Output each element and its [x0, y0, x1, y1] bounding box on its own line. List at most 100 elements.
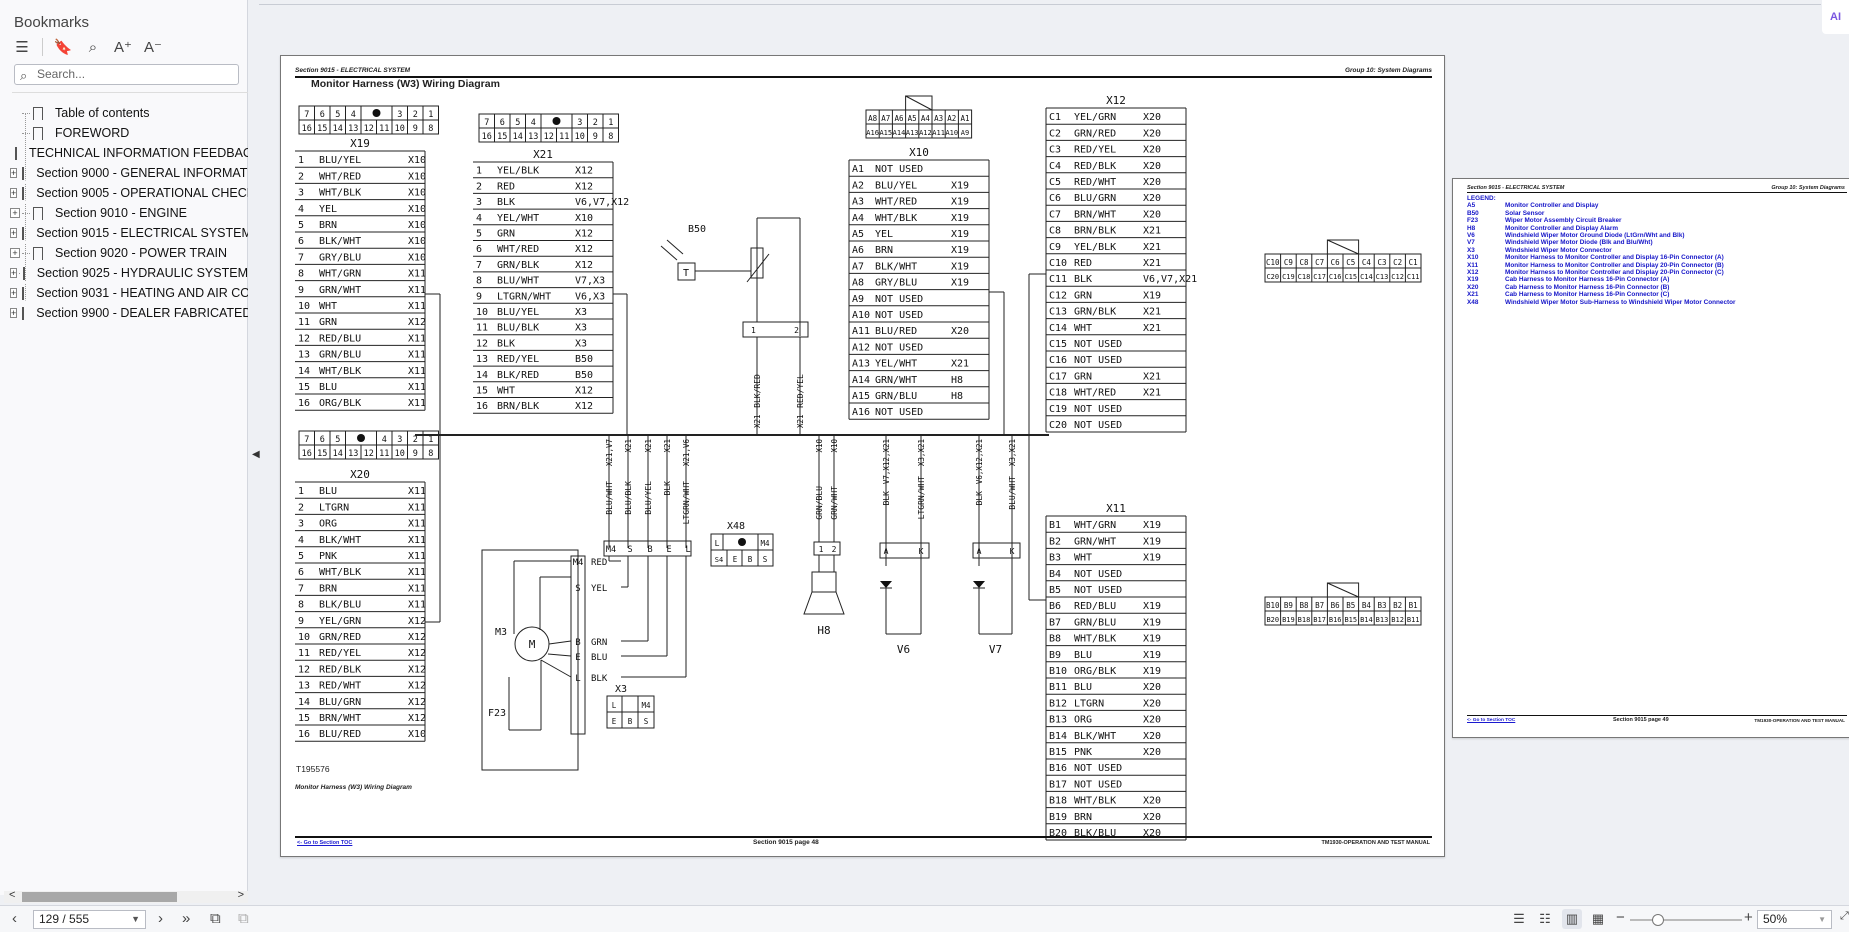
wire-color: GRN/RED [1074, 128, 1116, 139]
chevron-down-icon[interactable]: ▼ [131, 914, 140, 924]
go-to-section-toc-link[interactable]: <- Go to Section TOC [297, 840, 353, 846]
page-number-input[interactable]: 129 / 555 ▼ [33, 910, 146, 929]
bookmark-item[interactable]: FOREWORD [10, 123, 248, 144]
pin-number: 6 [476, 244, 482, 255]
bookmark-item[interactable]: +Section 9020 - POWER TRAIN [10, 243, 248, 264]
tree-connector [22, 112, 30, 114]
legend-description: Cab Harness to Monitor Harness 16-Pin Co… [1505, 283, 1670, 291]
wire-color: WHT/GRN [319, 269, 361, 280]
wire-destination: V7,X3 [575, 276, 605, 287]
wire-destination: X11 [408, 269, 426, 280]
compare-icon[interactable]: ⧉ [238, 910, 249, 927]
bookmark-label: Section 9025 - HYDRAULIC SYSTEM [36, 266, 248, 280]
pin-label: C2 [1393, 258, 1402, 267]
wire-destination: X12 [575, 166, 593, 177]
bookmark-item[interactable]: +Section 9010 - ENGINE [10, 203, 248, 224]
bookmark-item[interactable]: +Section 9031 - HEATING AND AIR CONDITIO… [10, 283, 248, 304]
page-48: Section 9015 - ELECTRICAL SYSTEM Group 1… [280, 55, 1445, 857]
wire-destination: X19 [951, 278, 969, 289]
bookmark-item[interactable]: Table of contents [10, 103, 248, 124]
wire-color: BLK/WHT [319, 236, 361, 247]
pin-label: A12 [919, 129, 932, 137]
pin-number: A8 [852, 278, 864, 289]
pin-label: C15 [1344, 273, 1357, 281]
pin-label: 5 [515, 118, 520, 128]
legend-code: F23 [1467, 217, 1479, 225]
zoom-slider-knob[interactable] [1652, 914, 1664, 926]
font-increase-icon[interactable]: A⁺ [114, 39, 132, 56]
rotate-icon[interactable]: ⧉ [210, 910, 221, 927]
pin-label: A7 [881, 114, 890, 123]
continuous-view-icon[interactable]: ☷ [1539, 911, 1551, 926]
wire-color: RED [497, 181, 515, 192]
expand-icon[interactable]: + [10, 308, 18, 318]
fit-icon[interactable]: ⤢ [1840, 910, 1849, 922]
next-page-icon[interactable]: › [158, 910, 163, 927]
page-header-section: Section 9015 - ELECTRICAL SYSTEM [295, 67, 411, 74]
scroll-left-icon[interactable]: < [9, 889, 16, 901]
bookmark-item[interactable]: +Section 9005 - OPERATIONAL CHECKOUT [10, 183, 248, 204]
expand-icon[interactable]: + [10, 288, 18, 298]
pin-label: B14 [1360, 616, 1373, 624]
go-to-section-toc-link[interactable]: <- Go to Section TOC [1467, 718, 1516, 723]
zoom-in-icon[interactable]: + [1744, 909, 1753, 926]
connector-title: X20 [350, 468, 370, 481]
wire-color: WHT/GRN [1074, 520, 1116, 531]
ai-assistant-button[interactable]: AI [1822, 0, 1849, 34]
expand-icon[interactable]: + [10, 228, 18, 238]
wire-destination: X20 [1143, 209, 1161, 220]
expand-icon[interactable]: + [10, 188, 18, 198]
wire-label: BLK/RED [753, 374, 762, 408]
expand-icon[interactable]: + [10, 248, 20, 258]
chevron-down-icon[interactable]: ▼ [1818, 915, 1826, 924]
expand-icon[interactable]: + [10, 168, 18, 178]
scroll-right-icon[interactable]: > [237, 889, 244, 901]
zoom-level-select[interactable]: 50% ▼ [1757, 910, 1832, 929]
two-page-continuous-view-icon[interactable]: ▦ [1591, 911, 1605, 926]
legend-description: Monitor Controller and Display [1505, 202, 1599, 210]
add-bookmark-icon[interactable]: 🔖 [53, 39, 73, 56]
wire-destination: X20 [1143, 796, 1161, 807]
zoom-out-icon[interactable]: − [1616, 909, 1625, 926]
expand-icon[interactable]: + [10, 208, 20, 218]
wire-color: LTGRN [319, 502, 349, 513]
font-decrease-icon[interactable]: A⁻ [144, 39, 162, 56]
expand-icon[interactable]: + [10, 268, 18, 278]
find-bookmark-icon[interactable]: ⌕ [88, 38, 98, 56]
wire-color: RED [1074, 258, 1092, 269]
dest-label: V7,X12,X21 [882, 439, 891, 484]
bookmark-item[interactable]: +Section 9900 - DEALER FABRICATED TOOLS [10, 303, 248, 323]
wire-destination: X3 [575, 307, 587, 318]
pin-number: 2 [298, 502, 304, 513]
pin-number: 15 [298, 713, 310, 724]
pin-number: 15 [298, 382, 310, 393]
pin-number: 2 [476, 181, 482, 192]
list-icon[interactable]: ☰ [15, 39, 29, 56]
horizontal-scrollbar[interactable]: < > [4, 889, 248, 903]
bookmark-item[interactable]: + Section 9025 - HYDRAULIC SYSTEM [10, 263, 248, 284]
latch-line [905, 95, 933, 111]
legend-description: Monitor Harness to Monitor Controller an… [1505, 269, 1724, 277]
pin-number: 3 [298, 188, 304, 199]
connector-latch [1326, 582, 1360, 598]
two-page-view-icon[interactable]: ▥ [1562, 909, 1582, 929]
wire-color: WHT/RED [1074, 388, 1116, 399]
pin-label: 7 [484, 118, 489, 128]
pin-label: A1 [960, 114, 969, 123]
single-page-view-icon[interactable]: ☰ [1513, 911, 1525, 926]
bookmark-search-input[interactable]: ⌕ Search... [14, 64, 239, 85]
wire-color: BLK/WHT [319, 535, 361, 546]
last-page-icon[interactable]: » [182, 910, 191, 927]
previous-page-icon[interactable]: ‹ [12, 910, 17, 927]
scrollbar-thumb[interactable] [22, 892, 177, 902]
pin-label: L [685, 545, 690, 555]
bookmark-item[interactable]: +Section 9015 - ELECTRICAL SYSTEM [10, 223, 248, 244]
collapse-panel-icon[interactable]: ◀ [252, 449, 260, 460]
zoom-slider[interactable] [1630, 914, 1742, 926]
bookmark-item[interactable]: +Section 9000 - GENERAL INFORMATION [10, 163, 248, 184]
bookmark-item[interactable]: TECHNICAL INFORMATION FEEDBACK [10, 143, 248, 164]
wire-color: WHT/BLK [1074, 796, 1116, 807]
